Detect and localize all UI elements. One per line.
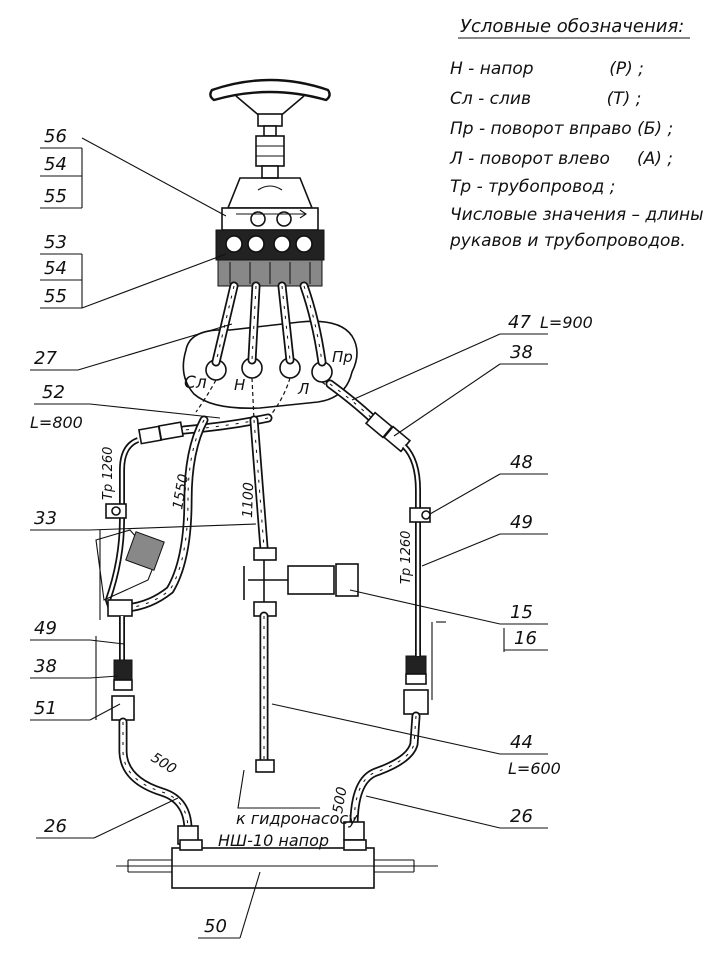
mounting-plate [182, 320, 358, 410]
callout-26-right: 26 [510, 806, 533, 827]
right-lines [325, 379, 446, 841]
port-label-l: Л [297, 380, 309, 398]
callout-52: 52 [42, 382, 65, 403]
steering-wheel-icon [209, 78, 331, 102]
legend-line-2: Сл - слив (Т) ; [450, 89, 641, 109]
port-labels: Сл Н Л Пр [184, 348, 353, 398]
callout-16: 16 [514, 628, 537, 649]
length-1100: 1100 [240, 482, 257, 518]
port-label-sl: Сл [184, 373, 207, 393]
callout-44: 44 [510, 732, 533, 753]
length-1550: 1550 [170, 473, 192, 511]
length-500-left: 500 [148, 750, 179, 778]
length-500-right: 500 [330, 786, 350, 815]
distributor-block [221, 207, 319, 231]
port-label-pr: Пр [332, 348, 353, 366]
callout-38-left: 38 [34, 656, 57, 677]
legend-line-1: Н - напор (Р) ; [450, 59, 644, 79]
upper-hoses [211, 281, 327, 367]
callout-47: 47 [508, 312, 531, 333]
callout-33: 33 [34, 508, 57, 529]
note-to-pump: к гидронасосу [236, 809, 358, 828]
legend-line-3: Пр - поворот вправо (Б) ; [450, 119, 673, 139]
callout-38-right: 38 [510, 342, 533, 363]
callout-53: 53 [44, 232, 67, 253]
callout-55-top: 55 [44, 186, 67, 207]
callout-51: 51 [34, 698, 57, 719]
callouts: 56 54 55 53 54 55 27 52 L=800 33 49 38 5… [30, 126, 593, 937]
legend-title: Условные обозначения: [460, 16, 684, 37]
callout-49-left: 49 [34, 618, 57, 639]
label-l900: L=900 [540, 313, 593, 332]
callout-15: 15 [510, 602, 533, 623]
legend-line-6: Числовые значения – длины [450, 205, 704, 225]
legend-line-7: рукавов и трубопроводов. [449, 231, 686, 251]
left-lines [95, 413, 273, 845]
callout-27: 27 [34, 348, 57, 369]
length-tr1260-left: Тр 1260 [101, 447, 116, 500]
legend-line-5: Тр - трубопровод ; [450, 177, 615, 197]
callout-54-top: 54 [44, 154, 67, 175]
label-l600: L=600 [508, 759, 561, 778]
callout-26-left: 26 [44, 816, 67, 837]
pump-unit [116, 839, 438, 889]
callout-55-mid: 55 [44, 286, 67, 307]
note-pump-model: НШ-10 напор [218, 831, 329, 850]
pump-body [171, 847, 375, 889]
callout-50: 50 [204, 916, 227, 937]
leader-lines [30, 137, 548, 939]
callout-48: 48 [510, 452, 533, 473]
legend-line-4: Л - поворот влево (А) ; [449, 149, 673, 169]
legend: Условные обозначения: Н - напор (Р) ; Сл… [449, 16, 704, 251]
length-tr1260-right: Тр 1260 [399, 531, 414, 584]
label-l800: L=800 [30, 413, 83, 432]
center-line [237, 415, 359, 809]
callout-54-mid: 54 [44, 258, 67, 279]
callout-56: 56 [44, 126, 67, 147]
callout-49-right: 49 [510, 512, 533, 533]
steering-unit [209, 78, 331, 287]
port-label-n: Н [234, 376, 245, 394]
